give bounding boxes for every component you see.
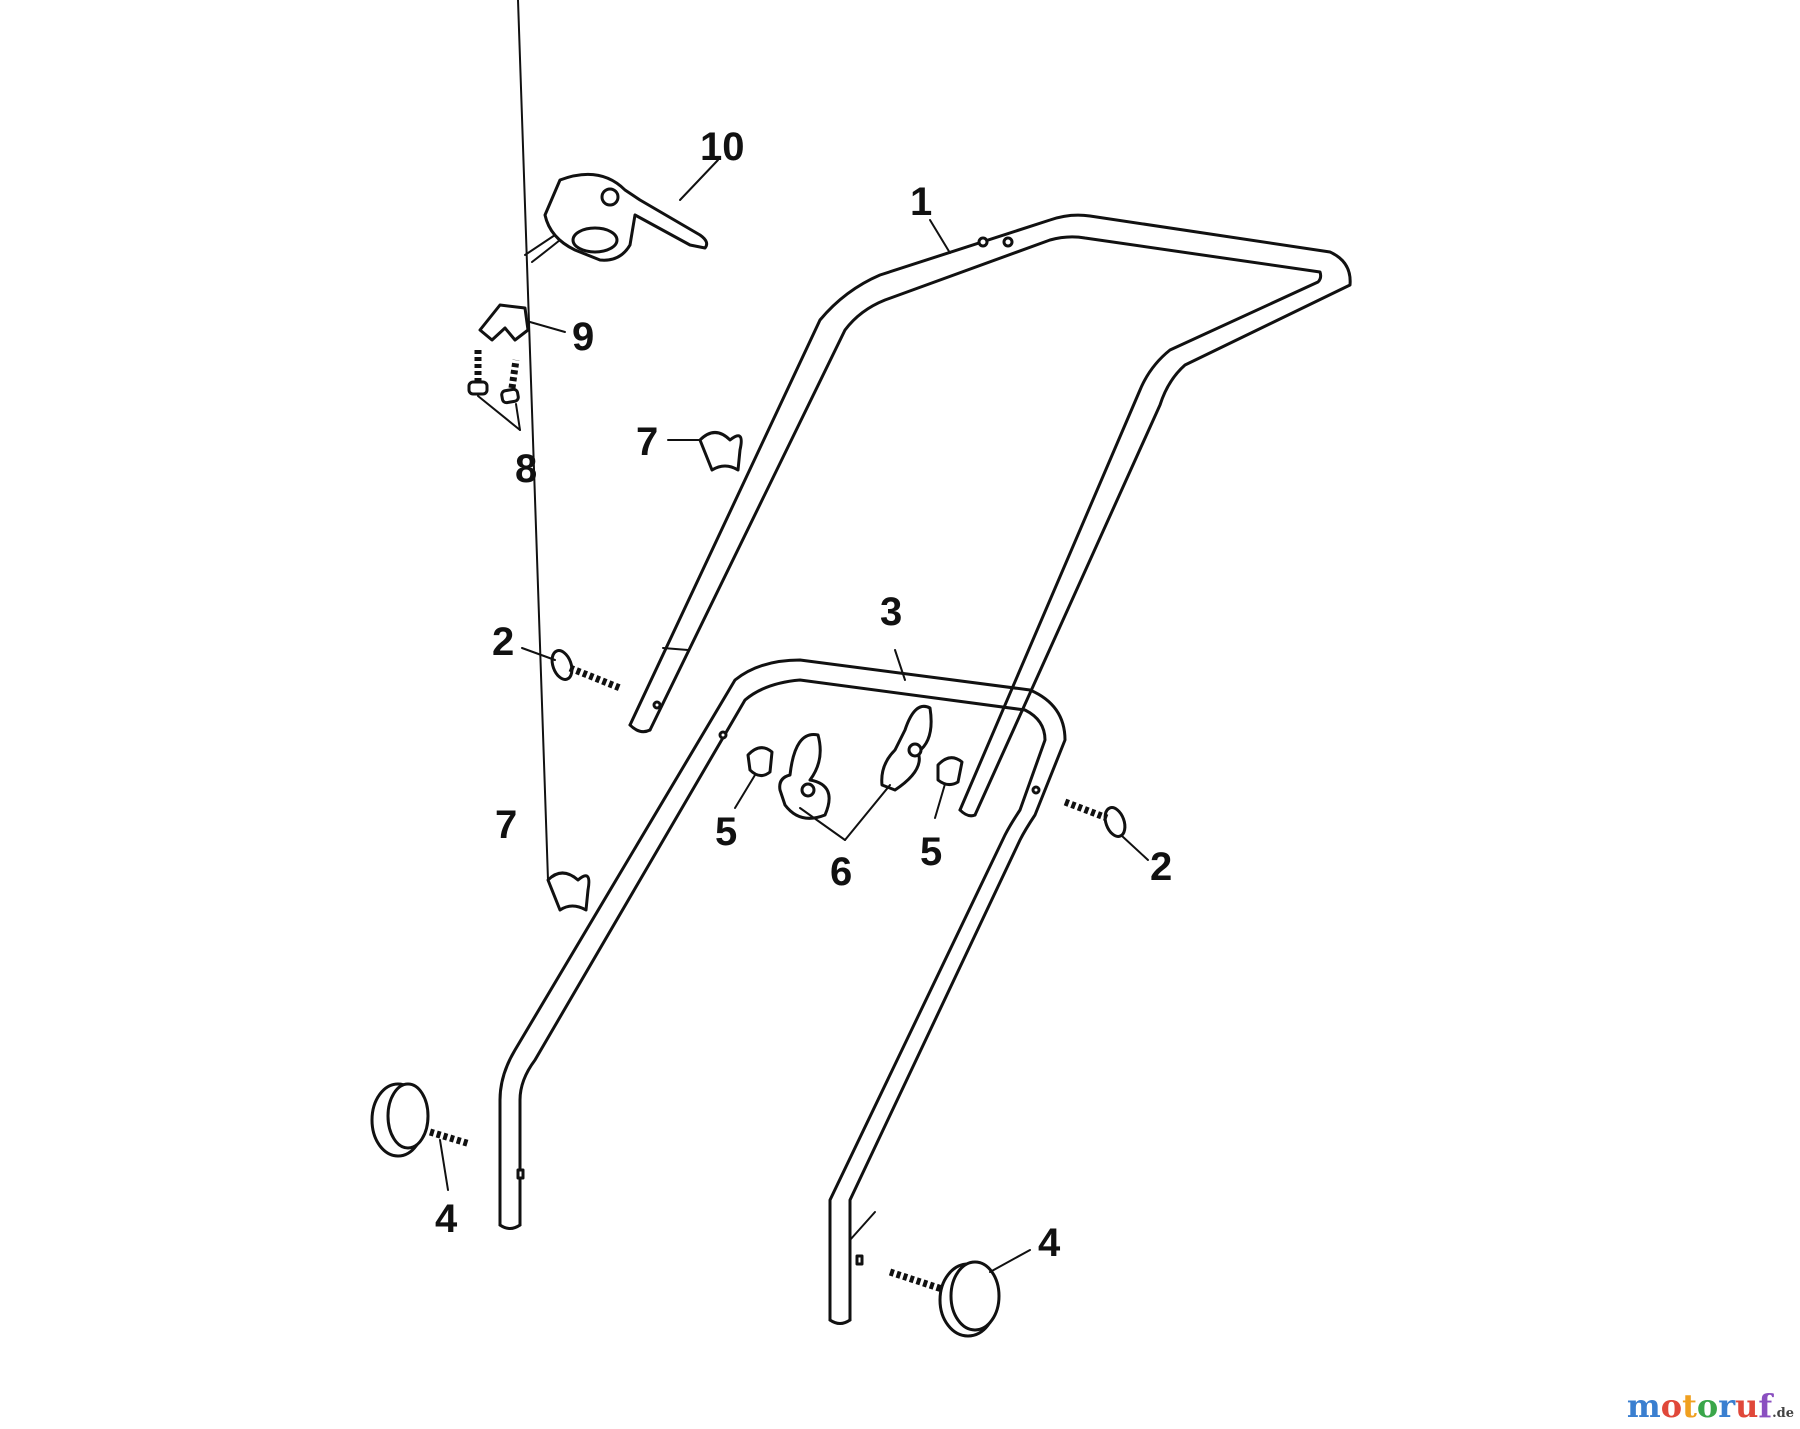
callout-1: 1 — [910, 180, 932, 224]
bolt-left — [521, 647, 622, 692]
callout-2-right: 2 — [1150, 845, 1172, 889]
callout-4-left: 4 — [435, 1197, 458, 1241]
lower-handle-bar — [498, 658, 1067, 1325]
wing-nut-left — [778, 733, 831, 820]
callout-5-left: 5 — [715, 810, 737, 854]
wing-nut-right — [880, 704, 933, 792]
callout-6: 6 — [830, 850, 852, 894]
watermark-letter: o — [1696, 1387, 1719, 1425]
bolt-right — [1063, 798, 1149, 861]
watermark-letter: r — [1718, 1387, 1736, 1425]
callout-7-upper: 7 — [636, 420, 658, 464]
callout-5-right: 5 — [920, 830, 942, 874]
watermark-letter: t — [1682, 1387, 1697, 1425]
watermark-letter: u — [1735, 1387, 1759, 1425]
washer-left — [734, 746, 774, 809]
washer-right — [934, 756, 964, 819]
screws — [467, 350, 521, 431]
callout-10: 10 — [700, 125, 745, 169]
callout-3: 3 — [880, 590, 902, 634]
knob-right — [888, 1249, 1031, 1338]
callout-8: 8 — [515, 447, 537, 491]
upper-handle-bar — [628, 213, 1352, 818]
wing-nut-leader-lines — [799, 784, 891, 841]
wire-clip-lower — [517, 0, 591, 912]
callout-2-left: 2 — [492, 620, 514, 664]
wire-clip-upper — [667, 431, 743, 472]
knob-left — [370, 1082, 472, 1191]
watermark-letter: m — [1626, 1387, 1661, 1425]
cable-clip — [478, 303, 530, 342]
callout-4-right: 4 — [1038, 1221, 1061, 1265]
switch-housing — [524, 172, 709, 263]
watermark-letter: f — [1758, 1387, 1773, 1425]
callout-7-lower: 7 — [495, 803, 517, 847]
watermark-letter: o — [1660, 1387, 1683, 1425]
watermark-suffix: .de — [1772, 1406, 1794, 1421]
callout-9: 9 — [572, 315, 594, 359]
watermark-logo: motoruf.de — [1627, 1387, 1794, 1425]
